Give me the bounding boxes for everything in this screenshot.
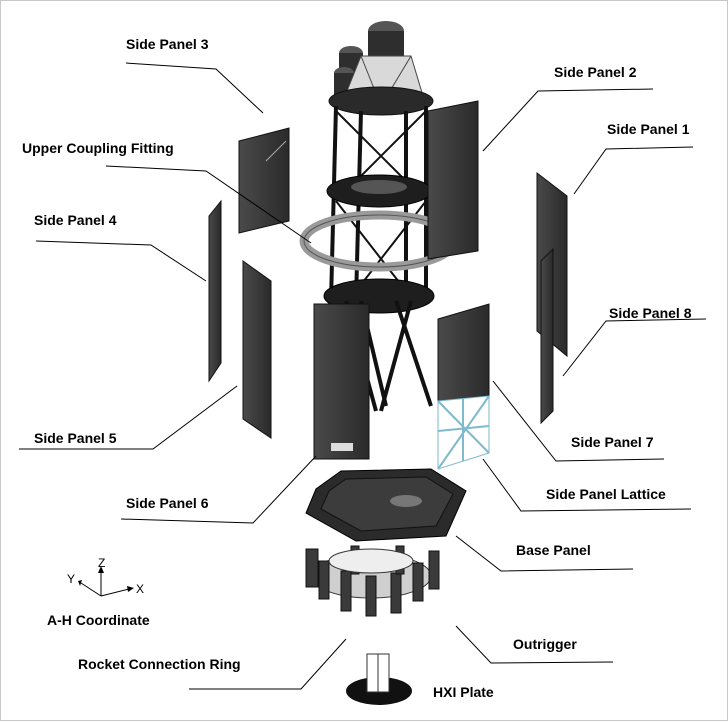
side-panel-4-shape	[208, 199, 222, 383]
hxi-plate-shape	[346, 653, 412, 705]
side-panel-8-shape	[540, 247, 554, 425]
side-panel-lattice-shape	[437, 395, 490, 470]
base-panel-shape	[305, 468, 467, 542]
axis-z-label: Z	[98, 556, 105, 570]
side-panel-2-shape	[427, 100, 479, 260]
side-panel-6-shape	[313, 303, 370, 460]
outrigger-ring-shape	[305, 545, 440, 617]
label-a-h-coordinate: A-H Coordinate	[47, 612, 150, 628]
label-side-panel-2: Side Panel 2	[554, 64, 637, 80]
label-hxi-plate: HXI Plate	[433, 684, 494, 700]
side-panel-3-shape	[238, 127, 290, 234]
label-outrigger: Outrigger	[513, 636, 577, 652]
side-panel-5-shape	[242, 260, 272, 439]
label-side-panel-6: Side Panel 6	[126, 495, 209, 511]
axis-y-label: Y	[67, 572, 75, 586]
coordinate-axes: Z X Y	[67, 556, 144, 597]
label-upper-coupling-fitting: Upper Coupling Fitting	[22, 140, 174, 156]
label-rocket-connection-ring: Rocket Connection Ring	[78, 656, 241, 672]
label-side-panel-lattice: Side Panel Lattice	[546, 486, 666, 502]
label-side-panel-3: Side Panel 3	[126, 36, 209, 52]
label-side-panel-1: Side Panel 1	[607, 121, 690, 137]
label-side-panel-4: Side Panel 4	[34, 212, 117, 228]
label-side-panel-7: Side Panel 7	[571, 434, 654, 450]
label-base-panel: Base Panel	[516, 542, 591, 558]
leader-lines	[19, 62, 707, 690]
axis-x-label: X	[136, 582, 144, 596]
side-panel-7-shape	[437, 303, 490, 402]
label-side-panel-8: Side Panel 8	[609, 305, 692, 321]
label-side-panel-5: Side Panel 5	[34, 430, 117, 446]
